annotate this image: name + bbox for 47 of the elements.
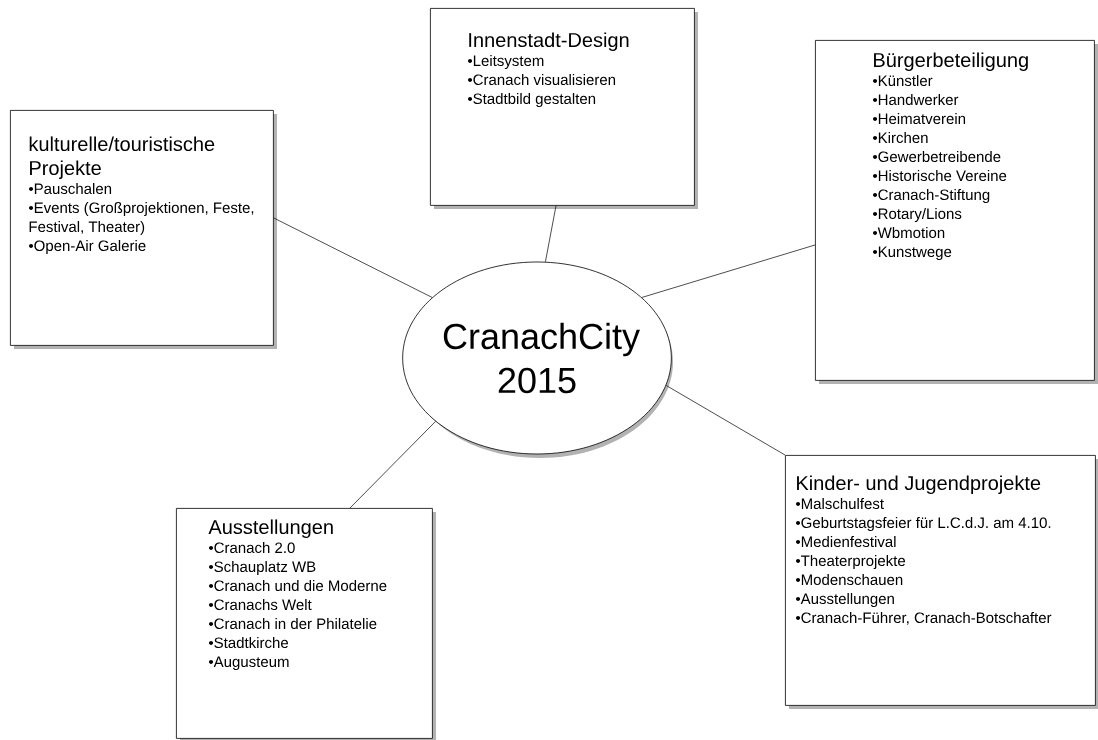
box-heading: Kinder- und Jugendprojekte	[797, 475, 1041, 495]
bullet-item: •Kirchen	[873, 132, 928, 144]
box-heading: Ausstellungen	[208, 519, 333, 539]
topic-box	[10, 110, 277, 349]
bullet-item: •Cranach und die Moderne	[209, 580, 387, 592]
bullet-item: •Handwerker	[873, 94, 959, 106]
bullet-item: •Künstler	[873, 75, 933, 87]
bullet-item: •Historische Vereine	[873, 170, 1007, 182]
bullet-item: •Heimatverein	[873, 113, 966, 125]
bullet-item: •Cranachs Welt	[209, 599, 312, 611]
box-heading: Bürgerbeteiligung	[874, 52, 1028, 72]
bullet-item: •Malschulfest	[796, 498, 884, 510]
bullet-item: •Wbmotion	[873, 227, 945, 239]
bullet-item: •Cranach-Stiftung	[873, 189, 990, 203]
topic-box	[176, 508, 436, 740]
connector-line	[545, 205, 557, 263]
bullet-item: •Medienfestival	[796, 536, 896, 548]
center-title: CranachCity 2015	[443, 322, 640, 394]
bullet-item: •Modenschauen	[796, 574, 903, 586]
bullet-item: •Geburtstagsfeier für L.C.d.J. am 4.10.	[796, 517, 1051, 531]
topic-box	[815, 40, 1098, 384]
bullet-item: •Cranach-Führer, Cranach-Botschafter	[796, 612, 1052, 625]
bullet-item: •Cranach in der Philatelie	[209, 618, 377, 630]
bullet-item: •Events (Großprojektionen, Feste, Festival, Theater)	[29, 202, 254, 235]
bullet-item: •Cranach visualisieren	[468, 74, 616, 86]
bullet-item: •Gewerbetreibende	[873, 151, 1001, 163]
box-heading: kulturelle/touristische Projekte	[29, 136, 215, 180]
bullet-item: •Schauplatz WB	[209, 561, 316, 575]
topic-box	[785, 455, 1098, 709]
connector-line	[349, 421, 436, 509]
box-heading: Innenstadt-Design	[469, 32, 629, 52]
bullet-item: •Stadtkirche	[209, 637, 288, 649]
bullet-item: •Ausstellungen	[796, 593, 894, 607]
bullet-item: •Kunstwege	[873, 246, 952, 260]
bullet-item: •Pauschalen	[29, 183, 112, 195]
center-ellipse	[402, 261, 673, 458]
bullet-item: •Augusteum	[209, 656, 289, 670]
bullet-item: •Rotary/Lions	[873, 208, 962, 222]
bullet-item: •Leitsystem	[468, 55, 544, 69]
bullet-item: •Open-Air Galerie	[29, 240, 146, 254]
topic-box	[430, 8, 698, 209]
bullet-item: •Stadtbild gestalten	[468, 93, 596, 107]
bullet-item: •Cranach 2.0	[209, 542, 295, 554]
connector-line	[665, 385, 786, 456]
connector-line	[273, 217, 433, 298]
connector-line	[641, 244, 816, 298]
bullet-item: •Theaterprojekte	[796, 555, 906, 569]
